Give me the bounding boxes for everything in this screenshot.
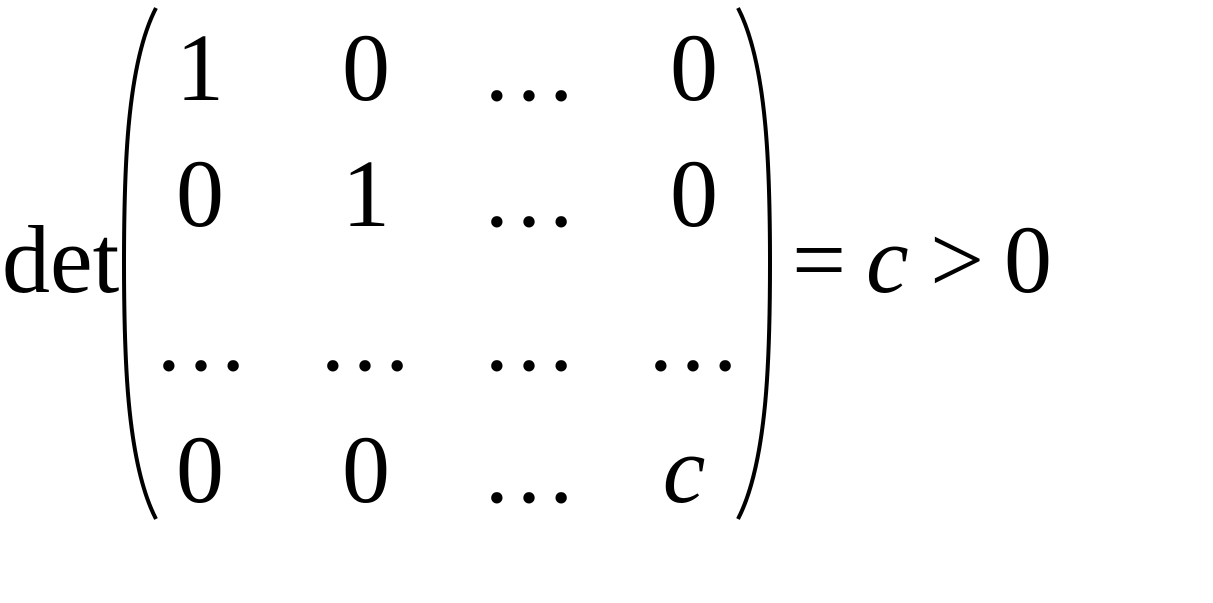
matrix-cell-r1c1: 1	[176, 14, 224, 121]
equals-sign: =	[792, 206, 847, 313]
matrix-cell-r3c1: …	[153, 284, 251, 391]
matrix-cell-r1c2: 0	[342, 14, 390, 121]
matrix-cell-r2c3: …	[481, 140, 579, 247]
matrix-cell-r2c4: 0	[670, 140, 718, 247]
matrix-cell-r3c4: …	[645, 284, 743, 391]
rhs-zero: 0	[1004, 206, 1052, 313]
variable-c: c	[866, 206, 909, 313]
matrix-cell-r1c3: …	[481, 14, 579, 121]
matrix-cell-r4c4: c	[662, 416, 706, 523]
matrix-cell-r2c1: 0	[176, 140, 224, 247]
matrix-cell-r4c3: …	[481, 416, 579, 523]
greater-than-sign: >	[930, 206, 985, 313]
matrix-cell-r1c4: 0	[670, 14, 718, 121]
right-parenthesis	[736, 7, 773, 520]
det-operator: det	[2, 206, 120, 313]
left-parenthesis	[121, 7, 158, 520]
matrix-cell-r2c2: 1	[342, 140, 390, 247]
matrix-cell-r3c2: …	[317, 284, 415, 391]
matrix-cell-r3c3: …	[481, 284, 579, 391]
matrix-cell-r4c2: 0	[342, 416, 390, 523]
matrix-cell-r4c1: 0	[176, 416, 224, 523]
